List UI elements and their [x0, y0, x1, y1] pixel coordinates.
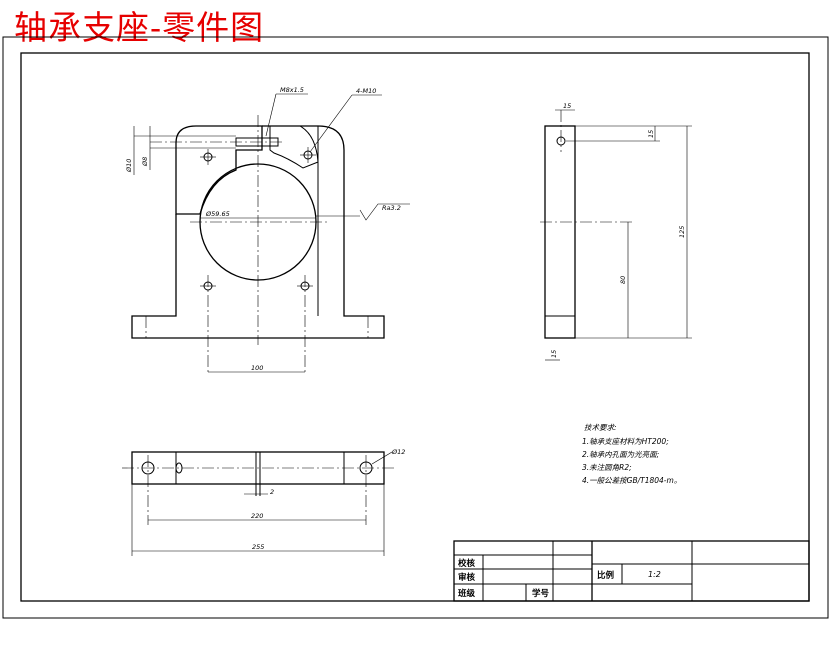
title-block-frame [453, 540, 810, 602]
roughness-symbol [359, 203, 410, 221]
body-outline [131, 125, 385, 339]
note-item-2: 2.轴承内孔面为光亮面; [582, 450, 659, 459]
side-foot-hatch [544, 315, 576, 339]
bore-label: Ø59.65 [205, 210, 230, 218]
dim-left-1-text: Ø10 [125, 159, 133, 173]
inner-border [20, 52, 810, 602]
title-block: 校核 审核 班级 学号 比例 1:2 [453, 540, 810, 602]
section-hatch-right [269, 125, 319, 169]
dim-bolt-spacing-text: 100 [251, 364, 263, 372]
top-hole-label: Ø12 [391, 448, 405, 456]
top-dim-overall-text: 255 [252, 543, 264, 551]
side-view: 15 15 125 80 15 [540, 102, 692, 361]
tb-review-label: 审核 [458, 572, 476, 583]
tb-class-label: 班级 [458, 588, 476, 599]
dim-left-2-text: Ø8 [141, 157, 149, 167]
top-hole-leader [371, 451, 393, 465]
note-item-3: 3.未注圆角R2; [582, 463, 632, 472]
outer-border [2, 36, 829, 619]
side-dim-height-text: 125 [678, 226, 686, 238]
notes-heading: 技术要求: [584, 423, 617, 432]
technical-notes: 技术要求: 1.轴承支座材料为HT200; 2.轴承内孔面为光亮面; 3.未注圆… [582, 423, 681, 485]
note-item-1: 1.轴承支座材料为HT200; [582, 437, 669, 446]
front-view: Ø10 Ø8 M8x1.5 4-M10 Ø59.65 Ra3.2 100 [125, 86, 410, 375]
drawing-title: 轴承支座-零件图 [14, 8, 265, 47]
note-item-4: 4.一般公差按GB/T1804-m。 [582, 476, 681, 485]
tb-scale-label: 比例 [597, 570, 615, 581]
roughness-label: Ra3.2 [382, 204, 401, 212]
top-dim-hole-spacing-text: 220 [251, 512, 263, 520]
top-oil-hole [175, 462, 183, 474]
holes-leader [309, 94, 353, 153]
top-slot-dim-text: 2 [270, 488, 274, 496]
section-hatch-left [175, 125, 263, 215]
side-dim-right-top-text: 15 [647, 130, 655, 138]
side-body [544, 125, 576, 339]
tb-scale-value: 1:2 [648, 570, 661, 579]
top-view: Ø12 2 220 255 [122, 448, 405, 556]
tb-check-label: 校核 [458, 558, 476, 569]
side-dim-bottom-text: 15 [550, 350, 558, 358]
side-dim-center-text: 80 [619, 276, 627, 284]
thread-leader [265, 93, 277, 137]
holes-label: 4-M10 [356, 87, 376, 95]
tb-student-no-label: 学号 [532, 588, 550, 599]
side-dim-top-text: 15 [563, 102, 571, 110]
thread-label: M8x1.5 [280, 86, 304, 94]
